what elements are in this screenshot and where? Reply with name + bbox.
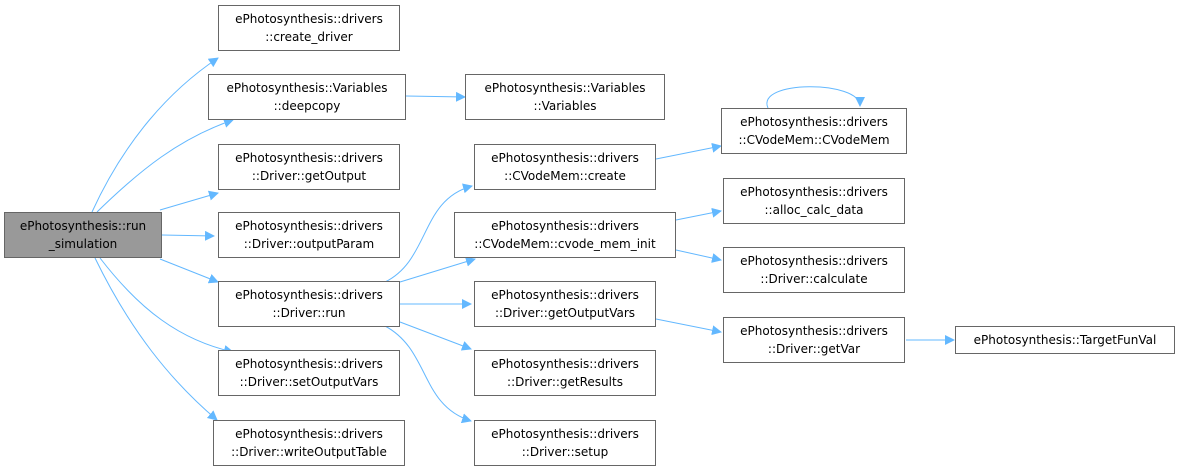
- node-run-simulation-line2: _simulation: [48, 237, 118, 251]
- node-create-driver-line1: ePhotosynthesis::drivers: [235, 12, 383, 26]
- node-cvodemem-ctor-line2: ::CVodeMem::CVodeMem: [738, 133, 890, 147]
- node-getvar-line2: ::Driver::getVar: [767, 342, 861, 356]
- node-deepcopy-line1: ePhotosynthesis::Variables: [226, 81, 388, 95]
- edge-run-simulation-to-run: [159, 258, 219, 284]
- edge-cvode-mem-init-to-alloc-calc-data: [675, 207, 722, 221]
- node-variables-line1: ePhotosynthesis::Variables: [484, 81, 646, 95]
- node-calculate-line2: ::Driver::calculate: [760, 272, 868, 286]
- node-writeoutputtable-line2: ::Driver::writeOutputTable: [231, 445, 387, 459]
- node-setup-line2: ::Driver::setup: [521, 445, 609, 459]
- node-alloc-calc-data[interactable]: ePhotosynthesis::drivers ::alloc_calc_da…: [723, 178, 905, 224]
- node-outputparam-line1: ePhotosynthesis::drivers: [235, 219, 383, 233]
- node-cvode-mem-init-line1: ePhotosynthesis::drivers: [491, 219, 639, 233]
- node-deepcopy-line2: ::deepcopy: [273, 99, 341, 113]
- node-getresults-line1: ePhotosynthesis::drivers: [491, 357, 639, 371]
- node-getoutput-line1: ePhotosynthesis::drivers: [235, 151, 383, 165]
- edge-run-to-cvode-mem-init: [399, 256, 476, 283]
- node-deepcopy[interactable]: ePhotosynthesis::Variables ::deepcopy: [208, 74, 406, 120]
- node-getoutputvars-line1: ePhotosynthesis::drivers: [491, 288, 639, 302]
- node-getvar-line1: ePhotosynthesis::drivers: [740, 324, 888, 338]
- edge-run-to-setup: [384, 325, 472, 424]
- edge-cvodemem-create-to-cvodemem-ctor: [655, 142, 722, 160]
- node-run-line2: ::Driver::run: [272, 306, 346, 320]
- node-cvodemem-ctor[interactable]: ePhotosynthesis::drivers ::CVodeMem::CVo…: [721, 108, 907, 154]
- node-cvodemem-create-line1: ePhotosynthesis::drivers: [491, 151, 639, 165]
- edge-run-simulation-to-setoutputvars: [99, 257, 234, 355]
- node-outputparam-line2: ::Driver::outputParam: [243, 237, 375, 251]
- node-setup-line1: ePhotosynthesis::drivers: [491, 427, 639, 441]
- edge-run-simulation-to-deepcopy: [96, 118, 234, 213]
- edge-run-simulation-to-writeoutputtable: [94, 257, 218, 421]
- edge-cvodemem-ctor-self-loop: [766, 86, 865, 109]
- node-getoutputvars[interactable]: ePhotosynthesis::drivers ::Driver::getOu…: [474, 281, 656, 327]
- node-getoutput[interactable]: ePhotosynthesis::drivers ::Driver::getOu…: [218, 144, 400, 190]
- node-alloc-calc-data-line1: ePhotosynthesis::drivers: [740, 185, 888, 199]
- node-getoutput-line2: ::Driver::getOutput: [251, 169, 367, 183]
- node-setup[interactable]: ePhotosynthesis::drivers ::Driver::setup: [474, 420, 656, 466]
- node-calculate-line1: ePhotosynthesis::drivers: [740, 254, 888, 268]
- edge-getoutputvars-to-getvar: [655, 318, 722, 336]
- node-cvodemem-create[interactable]: ePhotosynthesis::drivers ::CVodeMem::cre…: [474, 144, 656, 190]
- node-run-line1: ePhotosynthesis::drivers: [235, 288, 383, 302]
- edge-run-simulation-to-create-driver: [91, 57, 219, 213]
- node-create-driver-line2: ::create_driver: [265, 30, 353, 44]
- node-calculate[interactable]: ePhotosynthesis::drivers ::Driver::calcu…: [723, 247, 905, 293]
- node-alloc-calc-data-line2: ::alloc_calc_data: [764, 203, 864, 217]
- node-variables[interactable]: ePhotosynthesis::Variables ::Variables: [465, 74, 665, 120]
- node-run-simulation[interactable]: ePhotosynthesis::run _simulation: [4, 212, 162, 258]
- edge-deepcopy-to-variables: [405, 91, 466, 102]
- node-cvode-mem-init[interactable]: ePhotosynthesis::drivers ::CVodeMem::cvo…: [454, 212, 676, 258]
- node-cvodemem-ctor-line1: ePhotosynthesis::drivers: [740, 115, 888, 129]
- node-run[interactable]: ePhotosynthesis::drivers ::Driver::run: [218, 281, 400, 327]
- edge-run-simulation-to-outputparam: [161, 230, 215, 241]
- edge-run-to-getresults: [399, 321, 472, 351]
- node-variables-line2: ::Variables: [533, 99, 597, 113]
- node-cvodemem-create-line2: ::CVodeMem::create: [504, 169, 626, 183]
- node-getresults-line2: ::Driver::getResults: [507, 375, 623, 389]
- edge-run-to-cvodemem-create: [384, 183, 473, 283]
- node-targetfunval[interactable]: ePhotosynthesis::TargetFunVal: [955, 326, 1175, 354]
- node-create-driver[interactable]: ePhotosynthesis::drivers ::create_driver: [218, 5, 400, 51]
- node-run-simulation-line1: ePhotosynthesis::run: [19, 219, 147, 233]
- node-getoutputvars-line2: ::Driver::getOutputVars: [494, 306, 636, 320]
- node-setoutputvars-line1: ePhotosynthesis::drivers: [235, 357, 383, 371]
- node-writeoutputtable[interactable]: ePhotosynthesis::drivers ::Driver::write…: [213, 420, 405, 466]
- node-getresults[interactable]: ePhotosynthesis::drivers ::Driver::getRe…: [474, 350, 656, 396]
- node-getvar[interactable]: ePhotosynthesis::drivers ::Driver::getVa…: [723, 317, 905, 363]
- node-setoutputvars[interactable]: ePhotosynthesis::drivers ::Driver::setOu…: [218, 350, 400, 396]
- edge-run-simulation-to-getoutput: [159, 190, 219, 211]
- node-outputparam[interactable]: ePhotosynthesis::drivers ::Driver::outpu…: [218, 212, 400, 258]
- node-setoutputvars-line2: ::Driver::setOutputVars: [239, 375, 379, 389]
- node-targetfunval-label: ePhotosynthesis::TargetFunVal: [973, 333, 1157, 347]
- node-cvode-mem-init-line2: ::CVodeMem::cvode_mem_init: [474, 237, 656, 251]
- edge-cvode-mem-init-to-calculate: [675, 249, 722, 263]
- node-writeoutputtable-line1: ePhotosynthesis::drivers: [235, 427, 383, 441]
